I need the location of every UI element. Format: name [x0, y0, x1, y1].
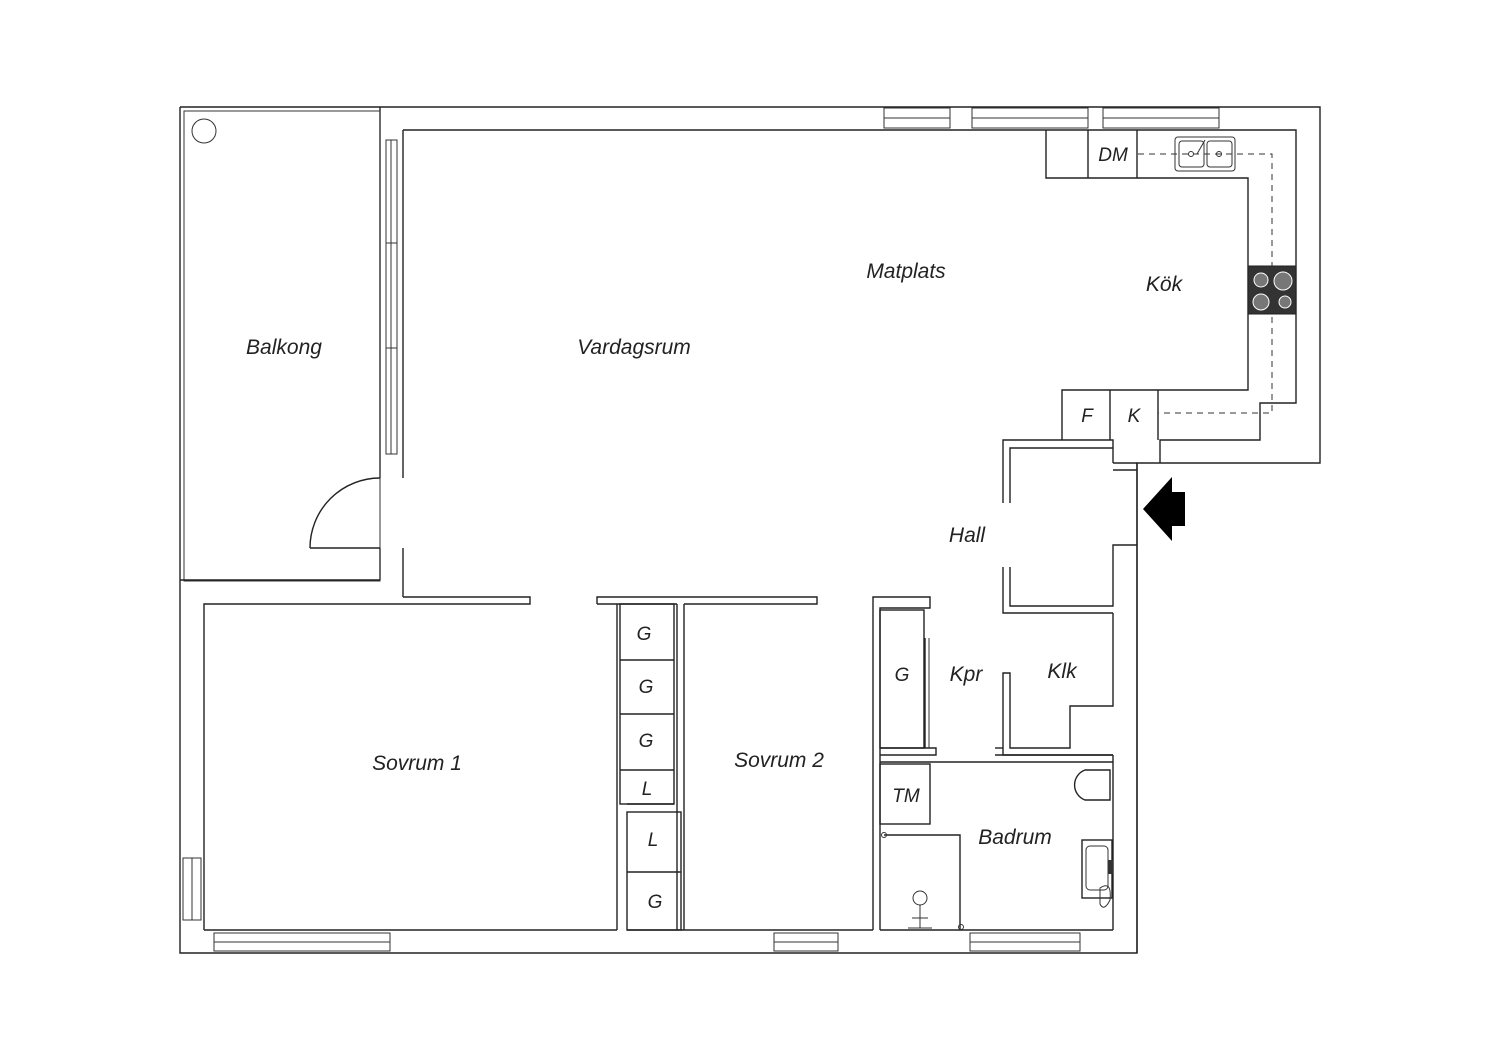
outer-walls — [179, 106, 1321, 954]
wardrobes — [619, 603, 685, 931]
fixture-label-tm: TM — [892, 786, 920, 807]
stove-icon — [1247, 265, 1297, 315]
shower-icon — [884, 834, 961, 930]
fixture-label-g: G — [639, 677, 654, 698]
fixture-label-g: G — [639, 731, 654, 752]
top-windows — [883, 107, 1220, 129]
kpr-wardrobe — [879, 609, 925, 749]
drain-icon — [191, 118, 217, 144]
fixture-label-k: K — [1128, 406, 1142, 427]
balcony-window — [385, 139, 398, 455]
balcony-door-swing — [309, 477, 381, 549]
fixture-label-l: L — [648, 830, 659, 851]
fixture-label-l: L — [642, 779, 653, 800]
room-label-sovrum1: Sovrum 1 — [372, 752, 462, 775]
fixture-label-dm: DM — [1098, 145, 1128, 166]
fixture-label-g: G — [637, 624, 652, 645]
fixture-labels: DM F K G G G L L G G TM — [637, 145, 1142, 913]
balcony — [180, 110, 381, 582]
interior-walls — [203, 439, 1137, 930]
room-label-sovrum2: Sovrum 2 — [734, 749, 824, 772]
room-labels: Balkong Vardagsrum Matplats Kök Hall Sov… — [246, 260, 1184, 849]
bathroom-fixtures — [879, 763, 1113, 930]
bottom-windows — [182, 857, 1081, 952]
room-label-kok: Kök — [1146, 273, 1184, 296]
room-label-vardagsrum: Vardagsrum — [577, 336, 691, 359]
room-label-kpr: Kpr — [950, 663, 984, 686]
washbasin-icon — [1081, 839, 1113, 908]
room-label-badrum: Badrum — [978, 826, 1052, 849]
kitchen-sink-icon — [1174, 136, 1236, 172]
toilet-icon — [1073, 769, 1111, 801]
entrance-arrow-icon — [1143, 477, 1185, 541]
room-label-matplats: Matplats — [866, 260, 946, 283]
fixture-label-g: G — [895, 665, 910, 686]
fixture-label-g: G — [648, 892, 663, 913]
fixture-label-f: F — [1081, 406, 1094, 427]
room-label-hall: Hall — [949, 524, 987, 547]
room-label-balkong: Balkong — [246, 336, 322, 359]
room-label-klk: Klk — [1047, 660, 1078, 683]
shower-head-icon — [908, 890, 932, 929]
